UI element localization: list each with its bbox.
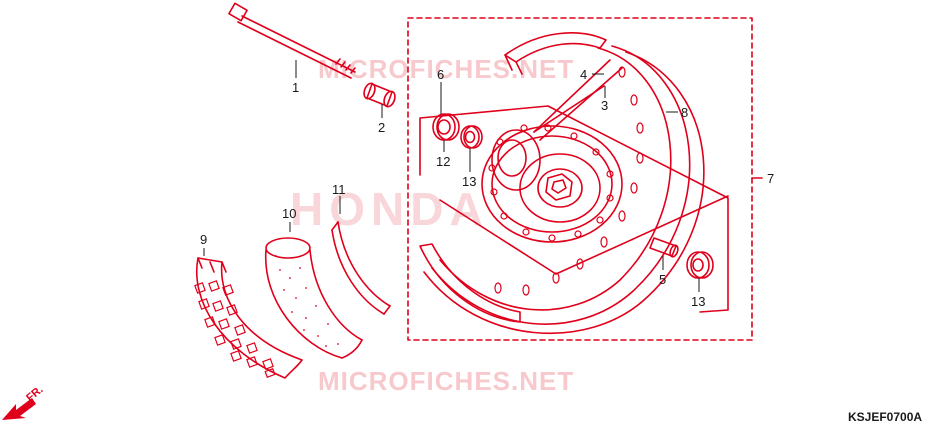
assembly-lines xyxy=(419,105,729,313)
callout-7: 7 xyxy=(767,171,774,186)
diagram-code: KSJEF0700A xyxy=(848,410,922,424)
callout-1: 1 xyxy=(292,80,299,95)
watermark-honda: HONDA xyxy=(290,183,489,235)
bearing-right xyxy=(686,251,714,279)
callout-10: 10 xyxy=(282,206,296,221)
leader-lines xyxy=(203,60,700,292)
watermark-bottom: MICROFICHES.NET xyxy=(318,366,574,396)
rim-band xyxy=(331,221,391,315)
wheel-rim xyxy=(419,32,705,334)
spokes xyxy=(533,59,623,141)
axle-bolt xyxy=(228,2,356,79)
callout-13-left: 13 xyxy=(462,174,476,189)
distance-collar xyxy=(649,237,679,258)
callout-2: 2 xyxy=(378,120,385,135)
tire xyxy=(194,257,303,379)
inner-tube xyxy=(265,237,363,359)
callout-5: 5 xyxy=(659,272,666,287)
callout-3: 3 xyxy=(601,98,608,113)
callout-8: 8 xyxy=(681,105,688,120)
callout-4: 4 xyxy=(580,67,587,82)
watermark-top: MICROFICHES.NET xyxy=(318,54,574,84)
wheel-hub xyxy=(481,124,623,243)
axle-collar xyxy=(363,82,396,108)
wheel-assembly-outline xyxy=(407,17,763,341)
dust-seal-left xyxy=(460,125,483,149)
front-direction-arrow: FR. xyxy=(2,384,46,420)
callout-6: 6 xyxy=(437,67,444,82)
callout-9: 9 xyxy=(200,232,207,247)
callout-labels: 1 2 3 4 5 6 7 8 9 10 11 12 13 13 xyxy=(200,67,774,309)
callout-12: 12 xyxy=(436,154,450,169)
front-direction-label: FR. xyxy=(24,384,45,405)
callout-13-right: 13 xyxy=(691,294,705,309)
callout-11: 11 xyxy=(332,182,346,197)
bearing-left xyxy=(432,113,460,141)
